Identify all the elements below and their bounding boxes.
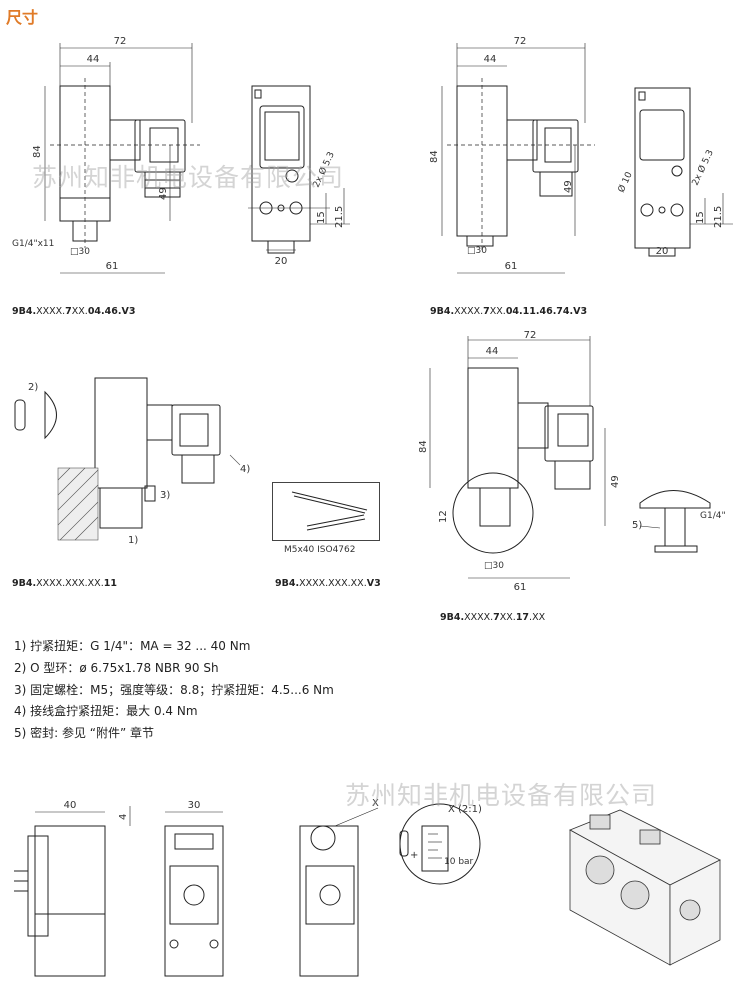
thread-label: G1/4"x11 (12, 239, 54, 249)
callout-5: 5) (632, 520, 642, 531)
detail-x-scale: X (2:1) (448, 804, 482, 815)
detail-bar-label: 10 bar (444, 857, 474, 867)
variant-code-part: V3 (366, 578, 381, 589)
variant-code-part: 7 (483, 306, 490, 317)
dim-44-b: 44 (484, 54, 497, 65)
variant-code-part: 9B4. (12, 578, 37, 589)
dim-72-c: 72 (524, 330, 537, 341)
variant-code-part: XXXX. (454, 306, 484, 317)
dim-square-30-b: □30 (467, 246, 487, 256)
dim-72-b: 72 (514, 36, 527, 47)
drawing-screw-set: M5x40 ISO4762 (272, 482, 380, 555)
watermark-1: 苏州知非机电设备有限公司 (32, 163, 345, 192)
dim-40: 40 (64, 800, 77, 811)
dim-61-c: 61 (514, 582, 527, 593)
variant-code-part: 7 (65, 306, 72, 317)
dim-72: 72 (114, 36, 127, 47)
note-3: 3) 固定螺栓：M5；强度等级：8.8；拧紧扭矩：4.5...6 Nm (14, 682, 334, 697)
variant-code-part: .XX (529, 612, 546, 623)
drawing-bottom-row: 40 30 4 X X (2:1) 10 bar + (14, 798, 482, 977)
drawing-mounting: 2) 3) 4) 1) (14, 377, 250, 546)
plus-glyph: + (410, 850, 418, 861)
dim-84-b: 84 (429, 150, 440, 163)
dim-d10: Ø 10 (616, 170, 635, 194)
dim-30-bottom: 30 (188, 800, 201, 811)
note-4: 4) 接线盒拧紧扭矩：最大 0.4 Nm (14, 704, 198, 719)
variant-code-part: 7 (493, 612, 500, 623)
dim-49-b: 49 (563, 180, 574, 193)
dim-square-30-c: □30 (484, 561, 504, 571)
variant-code-part: 9B4. (430, 306, 455, 317)
thread-label-b: G1/4" (700, 511, 726, 521)
section-title: 尺寸 (6, 8, 39, 27)
notes-list: 1) 拧紧扭矩：G 1/4"：MA = 32 ... 40 Nm 2) O 型环… (14, 636, 334, 745)
variant-code-part: XX. (489, 306, 506, 317)
dim-15: 15 (316, 211, 327, 224)
dim-49-c: 49 (610, 475, 621, 488)
product-3d-image (569, 809, 721, 966)
variant-code-part: 9B4. (440, 612, 465, 623)
variant-code-part: XX. (71, 306, 88, 317)
variant-code-part: 04.11.46.74.V3 (505, 306, 588, 317)
callout-4: 4) (240, 464, 250, 475)
note-5: 5) 密封: 参见 “附件” 章节 (14, 726, 155, 741)
variant-code-part: XXXX. (464, 612, 494, 623)
dim-84-c: 84 (418, 440, 429, 453)
variant-code-part: 9B4. (12, 306, 37, 317)
dim-20-b: 20 (656, 246, 669, 257)
screw-label: M5x40 ISO4762 (284, 545, 356, 555)
dim-4: 4 (118, 814, 129, 820)
callout-2: 2) (28, 382, 38, 393)
variant-code-5: 9B4.XXXX.7XX.17.XX (440, 612, 545, 623)
dim-20: 20 (275, 256, 288, 267)
variant-code-part: XXXX.XXX.XX. (299, 578, 367, 589)
drawing-side-view-1: 72 44 84 49 61 □30 G1/4"x11 (12, 36, 200, 274)
variant-code-4: 9B4.XXXX.XXX.XX.V3 (275, 578, 381, 589)
dim-square-30: □30 (70, 247, 90, 257)
variant-code-part: 11 (103, 578, 117, 589)
dim-84: 84 (32, 145, 43, 158)
variant-code-part: XXXX.XXX.XX. (36, 578, 104, 589)
variant-code-2: 9B4.XXXX.7XX.04.11.46.74.V3 (430, 306, 587, 317)
dim-44-c: 44 (486, 346, 499, 357)
drawing-front-view-2: 20 15 21.5 Ø 10 2x Ø 5.3 (616, 87, 733, 257)
dim-61-b: 61 (505, 261, 518, 272)
variant-code-1: 9B4.XXXX.7XX.04.46.V3 (12, 306, 135, 317)
drawing-front-view-1: 20 15 21.5 2x Ø 5.3 (248, 85, 350, 267)
dim-12: 12 (438, 510, 449, 523)
drawing-side-view-2: 72 44 84 49 61 □30 (429, 36, 595, 274)
variant-code-part: 9B4. (275, 578, 300, 589)
variant-code-part: XXXX. (36, 306, 66, 317)
note-1: 1) 拧紧扭矩：G 1/4"：MA = 32 ... 40 Nm (14, 639, 251, 653)
dim-21-5-b: 21.5 (713, 206, 724, 228)
note-2: 2) O 型环：ø 6.75x1.78 NBR 90 Sh (14, 660, 219, 675)
detail-x-label: X (372, 798, 379, 809)
callout-1: 1) (128, 535, 138, 546)
variant-code-part: 17 (515, 612, 530, 623)
dim-2x-d53-b: 2x Ø 5.3 (690, 148, 716, 187)
variant-code-3: 9B4.XXXX.XXX.XX.11 (12, 578, 117, 589)
dim-21-5: 21.5 (334, 206, 345, 228)
callout-3: 3) (160, 490, 170, 501)
variant-code-part: 04.46.V3 (87, 306, 136, 317)
dim-49: 49 (158, 187, 169, 200)
drawing-side-view-3: 72 44 84 49 12 □30 61 G1/4" 5) (418, 330, 726, 593)
variant-code-part: XX. (499, 612, 516, 623)
dim-44: 44 (87, 54, 100, 65)
watermark-2: 苏州知非机电设备有限公司 (345, 781, 658, 810)
dim-61: 61 (106, 261, 119, 272)
dim-15-b: 15 (695, 211, 706, 224)
